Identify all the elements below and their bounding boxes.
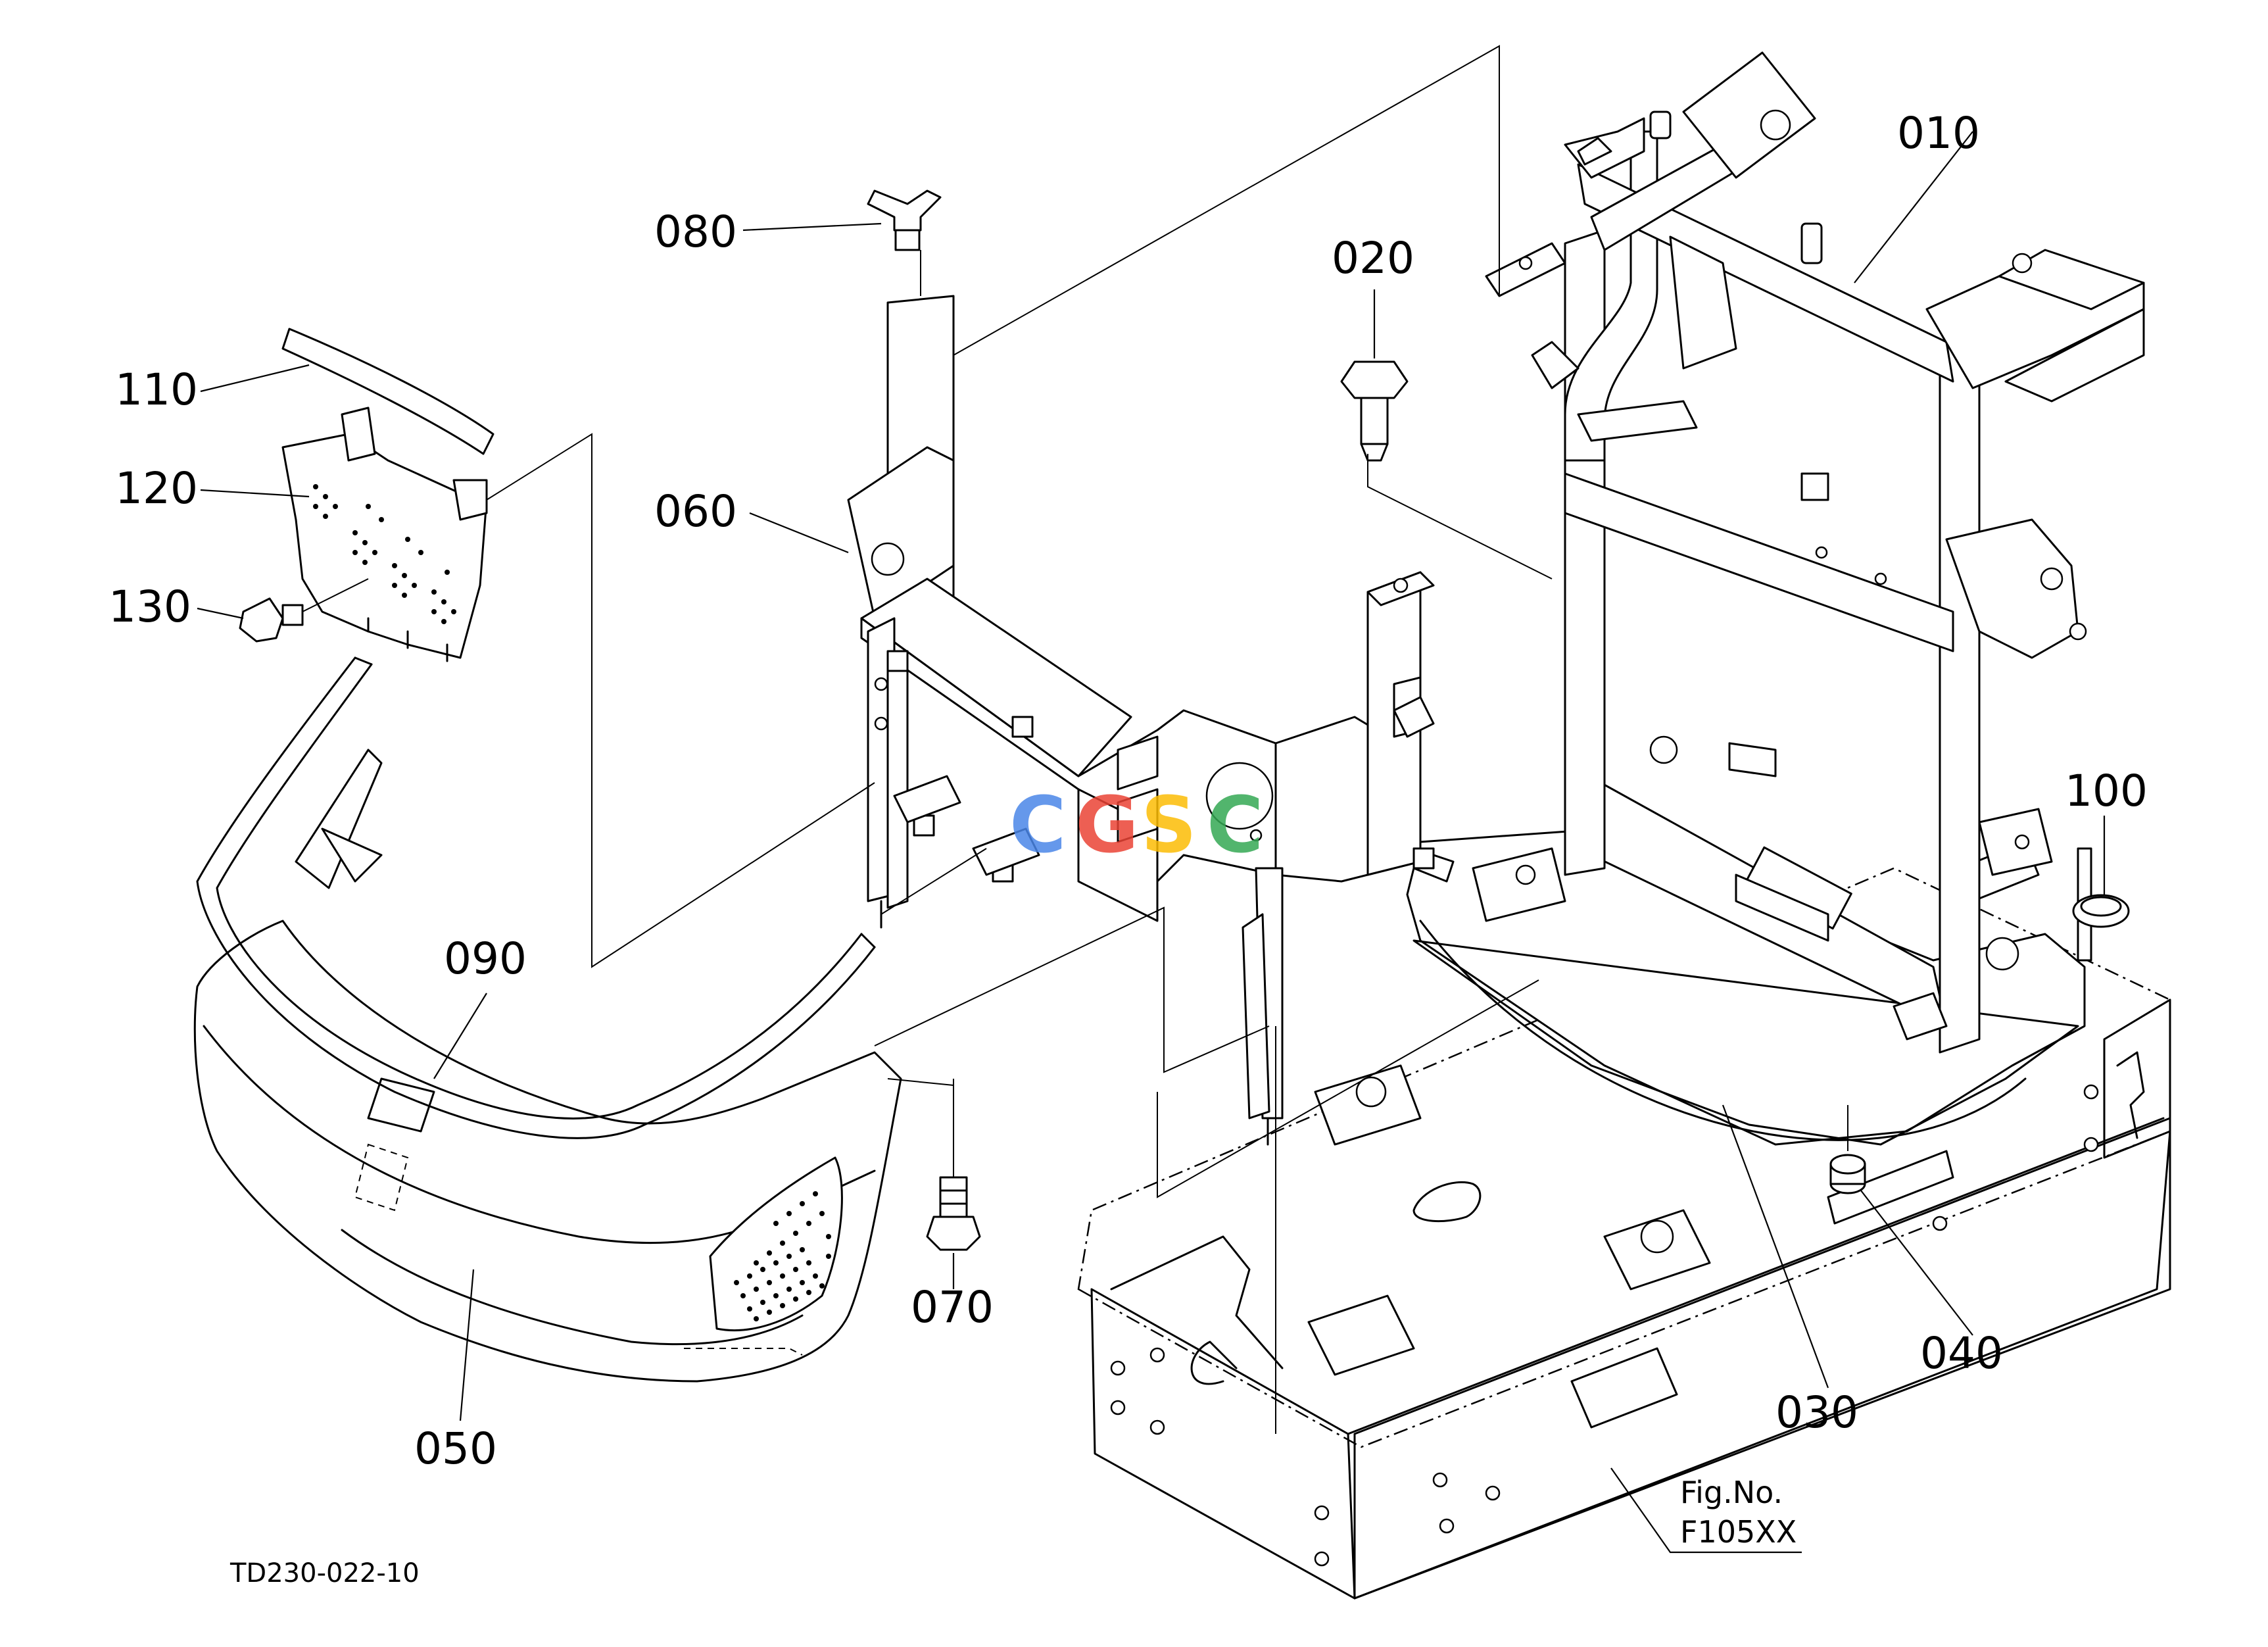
frame-010 <box>1406 51 2145 1146</box>
panel-perforation <box>734 1191 831 1321</box>
callout-120: 120 <box>115 463 198 514</box>
watermark: C G S C <box>1009 779 1264 870</box>
watermark-letter-s: S <box>1141 779 1197 870</box>
grommet-040 <box>1829 1154 1866 1194</box>
callout-050: 050 <box>414 1423 497 1474</box>
callout-010: 010 <box>1897 108 1980 159</box>
callout-040: 040 <box>1920 1328 2003 1379</box>
bolt-020 <box>1340 360 1409 462</box>
callout-090: 090 <box>444 933 527 984</box>
figure-reference-number: F105XX <box>1680 1514 1797 1550</box>
callout-100: 100 <box>2065 766 2148 816</box>
watermark-letter-c2: C <box>1207 779 1264 870</box>
callout-110: 110 <box>115 364 198 415</box>
cover-120 <box>281 406 488 662</box>
figure-reference: Fig.No. F105XX <box>1680 1475 1797 1550</box>
strip-110 <box>281 328 495 455</box>
figure-reference-label: Fig.No. <box>1680 1475 1783 1510</box>
callout-060: 060 <box>654 486 737 537</box>
leader-lines <box>197 131 2106 1554</box>
callout-030: 030 <box>1775 1387 1858 1438</box>
bracket-060 <box>847 295 1455 1146</box>
callout-130: 130 <box>109 581 191 632</box>
seal-090 <box>196 656 876 1139</box>
cover-perforation <box>313 484 456 624</box>
callout-070: 070 <box>911 1282 994 1333</box>
callout-020: 020 <box>1332 233 1414 283</box>
assembly-guides <box>302 45 1848 1434</box>
drawing-code: TD230-022-10 <box>229 1558 420 1588</box>
front-panel-050 <box>193 749 902 1383</box>
callout-labels: 010 020 030 040 050 060 070 080 090 100 … <box>109 108 2148 1474</box>
callout-080: 080 <box>654 207 737 257</box>
watermark-letter-c1: C <box>1009 779 1067 870</box>
grommet-100 <box>2072 894 2130 928</box>
watermark-letter-g: G <box>1075 779 1139 870</box>
bolt-130 <box>239 597 304 643</box>
bolt-070 <box>926 1176 981 1251</box>
wing-bolt-080 <box>867 189 942 251</box>
main-frame-reference <box>1077 867 2171 1600</box>
